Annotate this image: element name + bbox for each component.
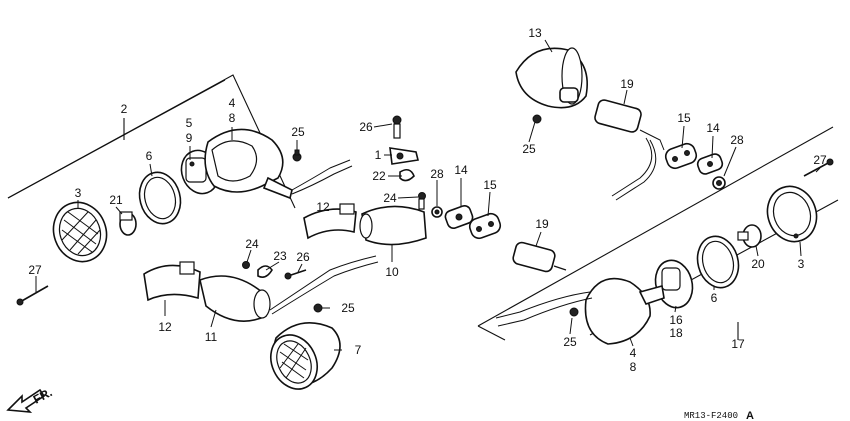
- socket-16-18: [654, 259, 694, 309]
- callout-labels: 2 3 4 8 5 9 6 21 25 26 1 22 24 28 12 10 …: [28, 26, 827, 374]
- screw-27-left: [16, 285, 49, 306]
- lamp-13: [515, 47, 588, 109]
- screw-25-c: [532, 114, 542, 124]
- callout-28-b: 28: [730, 133, 744, 147]
- callout-7: 7: [355, 343, 362, 357]
- clip-22: [399, 168, 415, 182]
- diagram-revision: A: [746, 410, 754, 421]
- gasket-ring-left: [138, 171, 182, 225]
- socket-19-b: [594, 99, 665, 201]
- bulb-right: [737, 224, 762, 248]
- grommet-14-b: [696, 153, 724, 175]
- direction-label: FR.: [31, 385, 55, 406]
- callout-17: 17: [731, 337, 745, 351]
- callout-27-left: 27: [28, 263, 42, 277]
- callout-25-d: 25: [563, 335, 577, 349]
- callout-23: 23: [273, 249, 287, 263]
- callout-3-left: 3: [75, 186, 82, 200]
- callout-24-a: 24: [383, 191, 397, 205]
- callout-6-right: 6: [711, 291, 718, 305]
- screw-25-d: [569, 307, 579, 317]
- callout-15-a: 15: [483, 178, 497, 192]
- stay-10: [359, 205, 427, 246]
- grommet-15-b: [664, 142, 698, 170]
- callout-28-a: 28: [430, 167, 444, 181]
- nut-28-a: [431, 206, 443, 218]
- wires-left-housing: [291, 159, 353, 195]
- callout-10: 10: [385, 265, 399, 279]
- lens-right: [766, 185, 818, 243]
- socket-19-a: [512, 241, 567, 273]
- bolt-26-a: [392, 115, 402, 139]
- callout-14-a: 14: [454, 163, 468, 177]
- housing-right: [495, 277, 665, 345]
- diagram-code: MR13-F2400: [684, 411, 738, 421]
- front-direction-arrow: FR.: [6, 385, 55, 413]
- callout-16: 16: [669, 313, 683, 327]
- callout-12-a: 12: [316, 200, 330, 214]
- callout-8-right: 8: [630, 360, 637, 374]
- lens-left: [52, 201, 108, 263]
- callout-21: 21: [109, 193, 123, 207]
- clamp-1: [389, 147, 419, 165]
- callout-27-right: 27: [813, 153, 827, 167]
- screw-25-b: [313, 303, 323, 313]
- grommet-14-a: [444, 204, 474, 230]
- screw-25-a: [292, 149, 302, 162]
- callout-11: 11: [205, 330, 218, 344]
- callout-2: 2: [121, 102, 128, 116]
- bulb-left: [119, 211, 137, 236]
- callout-5: 5: [186, 116, 193, 130]
- gasket-ring-right: [696, 235, 740, 289]
- callout-15-b: 15: [677, 111, 691, 125]
- callout-6-left: 6: [146, 149, 153, 163]
- leader-lines: [35, 39, 821, 351]
- callout-1: 1: [375, 148, 382, 162]
- callout-4-left: 4: [229, 96, 236, 110]
- stay-11: [199, 275, 271, 322]
- callout-14-b: 14: [706, 121, 720, 135]
- callout-19-b: 19: [620, 77, 634, 91]
- bolt-26-b: [284, 269, 307, 280]
- callout-19-a: 19: [535, 217, 549, 231]
- lamp-7: [270, 322, 341, 390]
- callout-25-c: 25: [522, 142, 536, 156]
- callout-26-b: 26: [296, 250, 310, 264]
- callout-25-a: 25: [291, 125, 305, 139]
- callout-13: 13: [528, 26, 542, 40]
- callout-25-b: 25: [341, 301, 355, 315]
- callout-20: 20: [751, 257, 765, 271]
- bracket-12-b: [143, 261, 201, 302]
- callout-26-a: 26: [359, 120, 373, 134]
- callout-4-right: 4: [630, 346, 637, 360]
- grommet-15-a: [468, 212, 502, 240]
- screw-27-right: [803, 158, 834, 177]
- housing-left: [204, 128, 293, 200]
- bracket-12-a: [303, 203, 357, 240]
- wires-center: [269, 255, 379, 315]
- callout-3-right: 3: [798, 257, 805, 271]
- callout-12-b: 12: [158, 320, 172, 334]
- callout-9: 9: [186, 131, 193, 145]
- nut-28-b: [712, 176, 726, 190]
- bolt-24-a: [418, 192, 426, 210]
- callout-22: 22: [372, 169, 386, 183]
- bolt-24-b: [242, 261, 250, 269]
- callout-8-left: 8: [229, 111, 236, 125]
- callout-18: 18: [669, 326, 683, 340]
- callout-24-b: 24: [245, 237, 259, 251]
